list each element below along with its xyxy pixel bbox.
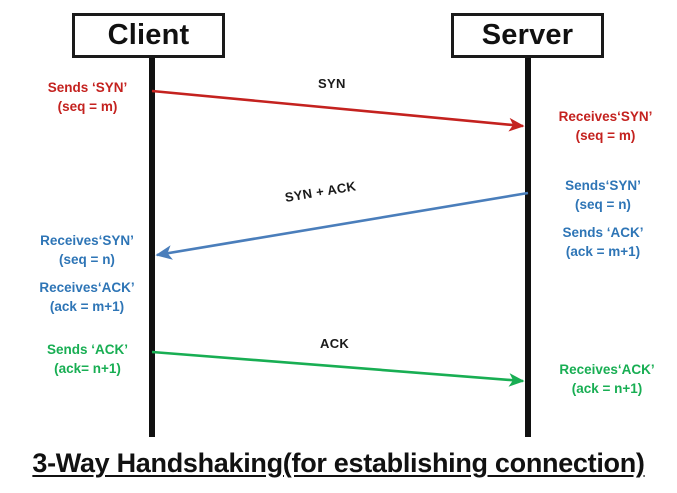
note-server-receives-ack: Receives‘ACK’ (ack = n+1) (543, 360, 671, 398)
client-node-label: Client (107, 19, 190, 51)
note-server-receives-syn: Receives‘SYN’ (seq = m) (543, 107, 668, 145)
note-line: Sends ‘SYN’ (47, 80, 128, 95)
syn-arrow (151, 89, 525, 132)
note-line: (seq = m) (575, 128, 636, 144)
note-line: (ack = m+1) (565, 244, 641, 260)
note-line: (seq = n) (59, 252, 115, 268)
diagram-caption: 3-Way Handshaking(for establishing conne… (32, 448, 645, 478)
server-node-box: Server (451, 13, 604, 58)
note-client-receives-syn-ack: Receives‘SYN’ (seq = n) Receives‘ACK’ (a… (22, 231, 152, 317)
note-client-sends-ack: Sends ‘ACK’ (ack= n+1) (30, 340, 145, 378)
note-line: (ack = m+1) (49, 299, 125, 315)
note-line: Receives‘SYN’ (558, 109, 653, 124)
note-line: Receives‘ACK’ (39, 280, 135, 296)
server-node-label: Server (481, 19, 574, 51)
client-node-box: Client (72, 13, 225, 58)
note-line: (seq = m) (57, 99, 118, 115)
note-server-sends-syn-ack: Sends‘SYN’ (seq = n) Sends ‘ACK’ (ack = … (538, 176, 668, 262)
ack-arrow (151, 350, 525, 387)
note-line: (ack = n+1) (571, 381, 643, 397)
note-line: Sends ‘ACK’ (46, 342, 128, 357)
syn-message-label: SYN (318, 76, 346, 91)
syn-ack-arrow (155, 191, 529, 260)
note-line: Sends‘SYN’ (565, 178, 641, 193)
note-line: Sends ‘ACK’ (562, 225, 644, 241)
note-line: (seq = n) (575, 197, 631, 213)
note-line: Receives‘SYN’ (40, 233, 134, 248)
note-line: Receives‘ACK’ (559, 362, 655, 377)
note-client-sends-syn: Sends ‘SYN’ (seq = m) (30, 78, 145, 116)
note-spacer (538, 214, 668, 223)
ack-message-label: ACK (320, 336, 350, 351)
note-spacer (22, 269, 152, 278)
note-line: (ack= n+1) (54, 361, 121, 377)
